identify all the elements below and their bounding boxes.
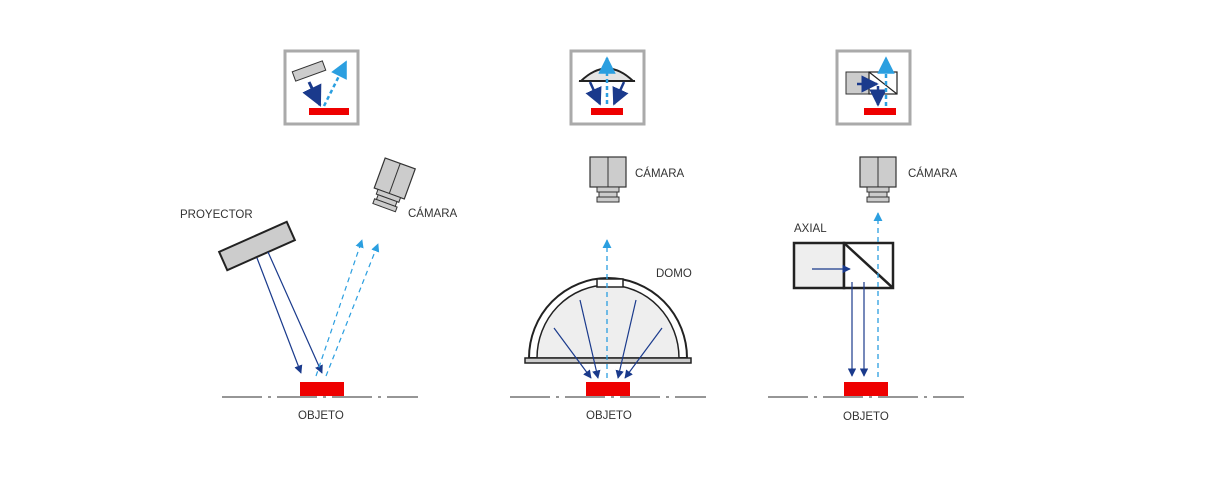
diffuse-ray	[553, 327, 592, 379]
axial-light	[792, 241, 895, 290]
projector-label: PROYECTOR	[180, 209, 253, 221]
camera-label-1: CÁMARA	[408, 207, 458, 220]
object-label-2: OBJETO	[586, 410, 632, 422]
dome-icon	[569, 49, 646, 126]
axial-label: AXIAL	[794, 223, 827, 235]
panel-directional: PROYECTOR CÁMARA OBJETO	[180, 49, 458, 422]
camera-icon	[372, 157, 417, 213]
diffuse-ray	[579, 299, 601, 379]
directional-icon	[283, 49, 360, 126]
axial-icon	[835, 49, 912, 126]
object	[300, 382, 344, 396]
camera-icon	[859, 156, 897, 203]
object	[844, 382, 888, 396]
beam-splitter	[843, 242, 894, 289]
camera-icon	[589, 156, 627, 203]
projector-icon	[217, 220, 297, 272]
panel-dome: CÁMARA DOMO OBJETO	[510, 49, 706, 422]
camera-label-2: CÁMARA	[635, 167, 685, 180]
diffuse-ray	[615, 299, 637, 379]
object-label-3: OBJETO	[843, 411, 889, 423]
incident-ray	[256, 257, 303, 374]
reflected-ray	[315, 239, 364, 377]
object-label-1: OBJETO	[298, 410, 344, 422]
diffuse-ray	[624, 327, 663, 379]
dome-light	[524, 277, 692, 364]
dome-label: DOMO	[656, 268, 692, 280]
panel-axial: CÁMARA AXIAL OBJETO	[768, 49, 964, 423]
camera-label-3: CÁMARA	[908, 167, 958, 180]
object	[586, 382, 630, 396]
incident-ray	[267, 251, 323, 374]
reflected-ray	[325, 243, 380, 377]
